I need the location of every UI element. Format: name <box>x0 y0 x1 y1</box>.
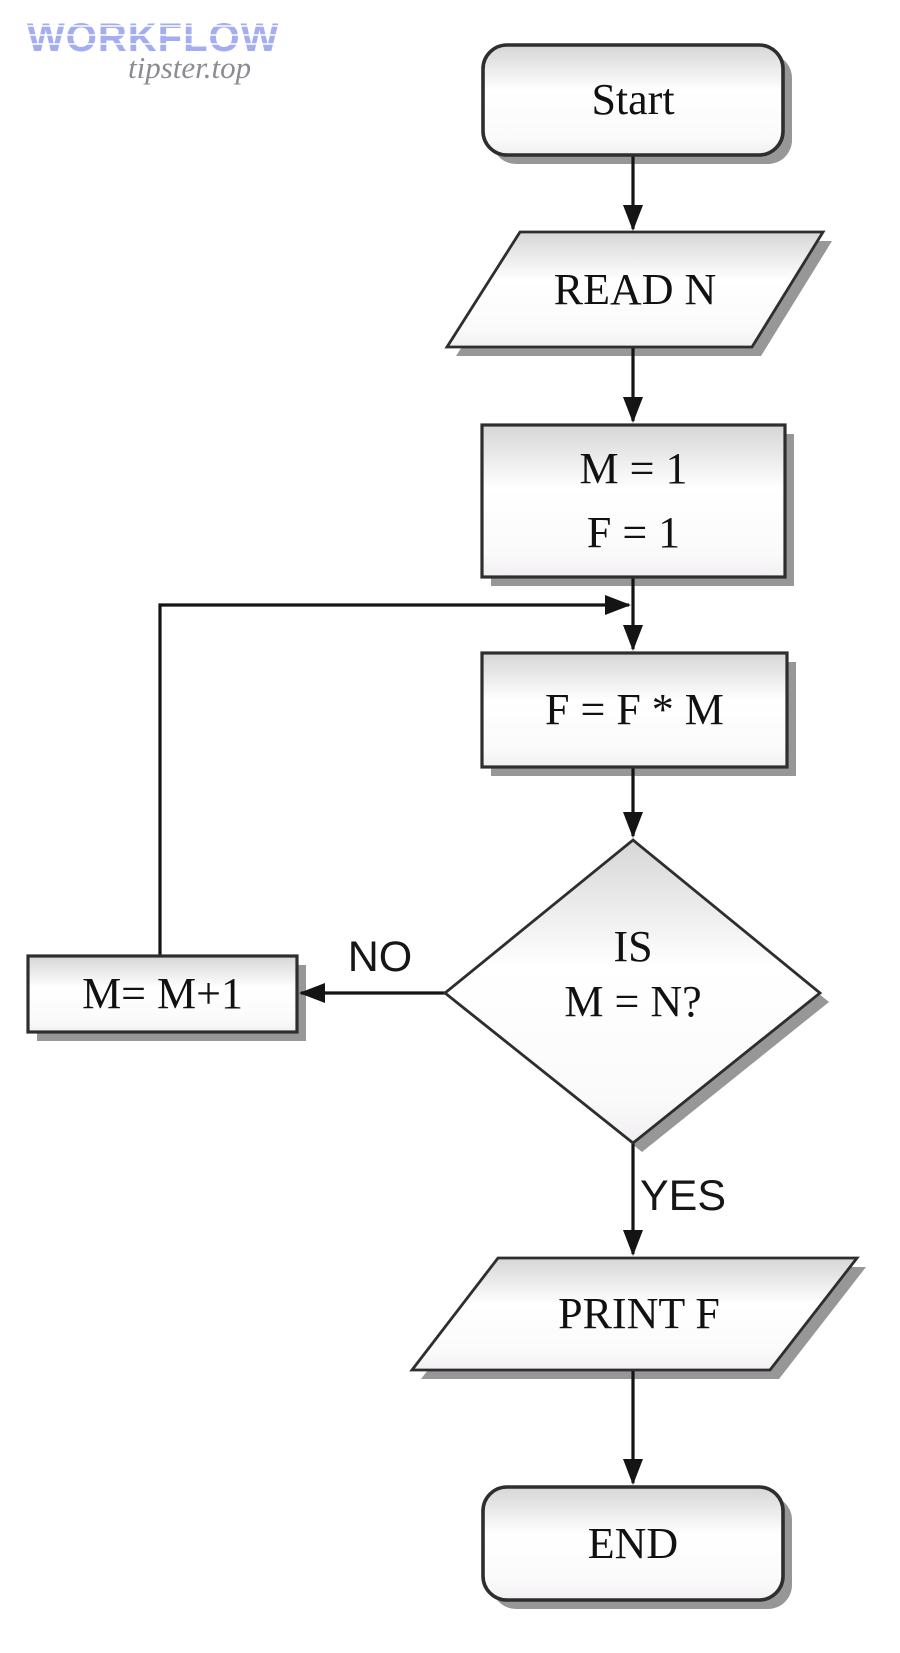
increment-node-shape <box>26 954 299 1034</box>
node-shapes <box>26 43 860 1602</box>
edge-increment-loop <box>158 595 631 956</box>
end-node-shape <box>481 1485 785 1602</box>
yes-branch-label: YES <box>640 1172 727 1220</box>
start-node-shape <box>481 43 785 157</box>
read-n-node-shape <box>444 230 826 349</box>
init-node-shape <box>480 423 787 579</box>
multiply-node-shape <box>480 651 789 769</box>
no-branch-label: NO <box>347 933 413 981</box>
decision-node-shape <box>442 838 823 1145</box>
watermark-site: tipster.top <box>128 50 252 85</box>
print-f-node-shape <box>409 1256 860 1372</box>
flow-connectors <box>158 155 643 1485</box>
